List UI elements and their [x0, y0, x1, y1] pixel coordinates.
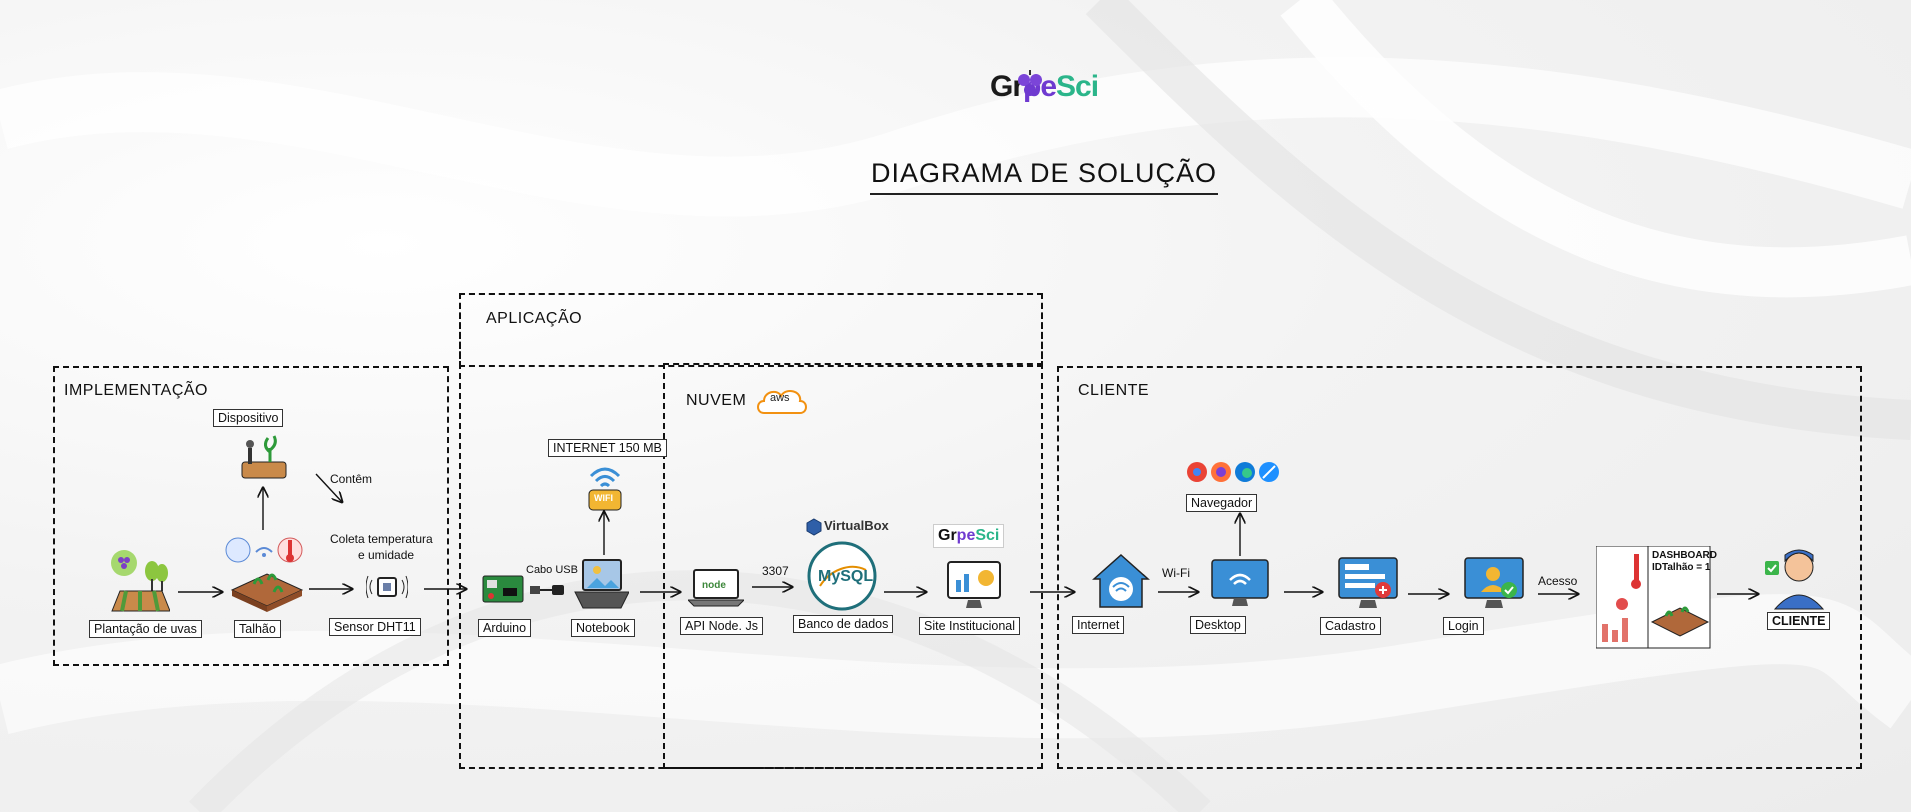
diagram-title: DIAGRAMA DE SOLUÇÃO [870, 158, 1218, 195]
login-monitor-icon [1464, 557, 1524, 608]
grape-logo-icon [1018, 70, 1042, 96]
sensor-label: Sensor DHT11 [329, 618, 421, 636]
site-monitor-icon [947, 561, 1001, 608]
api-label: API Node. Js [680, 617, 763, 635]
mysql-icon [807, 541, 877, 611]
sensor-chip-icon [366, 575, 408, 599]
cliente-box [1057, 366, 1862, 769]
nuvem-box [663, 363, 1043, 769]
wifi-text: Wi-Fi [1162, 566, 1190, 580]
notebook-label: Notebook [571, 619, 635, 637]
mysql-text: MySQL [818, 568, 874, 585]
aws-badge-text: aws [770, 392, 790, 404]
cadastro-label: Cadastro [1320, 617, 1381, 635]
wifi-badge-text: WIFI [594, 493, 613, 503]
wifi-router-icon [588, 467, 622, 511]
browser-icons [1187, 462, 1279, 482]
dashboard-text: DASHBOARD [1652, 550, 1717, 561]
internet-150-label: INTERNET 150 MB [548, 439, 667, 457]
login-label: Login [1443, 617, 1484, 635]
implementacao-label: IMPLEMENTAÇÃO [64, 382, 208, 399]
cliente-label: CLIENTE [1767, 612, 1831, 630]
site-label: Site Institucional [919, 617, 1021, 635]
vineyard-icon [111, 550, 170, 612]
arduino-label: Arduino [478, 619, 532, 637]
plantacao-label: Plantação de uvas [89, 620, 202, 638]
talhao-label: Talhão [234, 620, 281, 638]
contem-text: Contêm [330, 472, 373, 486]
implementacao-box [53, 366, 449, 666]
api-laptop-icon [688, 569, 744, 607]
aws-cloud-icon [757, 389, 807, 414]
navegador-label: Navegador [1186, 494, 1258, 512]
dispositivo-label: Dispositivo [213, 409, 284, 427]
acesso-text: Acesso [1538, 574, 1578, 588]
port-text: 3307 [762, 564, 789, 578]
virtualbox-text: VirtualBox [824, 518, 889, 533]
idtalhao-text: IDTalhão = 1 [1652, 562, 1711, 573]
banco-label: Banco de dados [793, 615, 894, 633]
notebook-icon [574, 559, 629, 609]
grapesci-logo: GrpeSci [990, 70, 1099, 103]
site-grapesci-logo: GrpeSci [933, 524, 1005, 548]
cadastro-monitor-icon [1338, 557, 1398, 608]
aplicacao-label: APLICAÇÃO [486, 310, 583, 327]
usb-cable-icon [530, 585, 564, 595]
desktop-icon [1211, 559, 1269, 606]
talhao-icon [225, 537, 304, 612]
dashboard-panel-icon [1596, 546, 1711, 649]
node-logo-text: node [702, 580, 726, 591]
internet-house-icon [1092, 553, 1150, 608]
coleta-text: Coleta temperatura [330, 532, 433, 546]
umidade-text: e umidade [358, 548, 415, 562]
cliente-label: CLIENTE [1078, 382, 1150, 399]
arduino-board-icon [482, 575, 524, 603]
aplicacao-divider [459, 293, 1043, 367]
iot-device-icon [241, 435, 287, 479]
cabo-usb-text: Cabo USB [526, 564, 578, 576]
desktop-label: Desktop [1190, 616, 1246, 634]
internet-label: Internet [1072, 616, 1125, 634]
nuvem-label: NUVEM [686, 392, 747, 409]
virtualbox-icon [806, 518, 822, 536]
client-user-icon [1765, 549, 1825, 610]
